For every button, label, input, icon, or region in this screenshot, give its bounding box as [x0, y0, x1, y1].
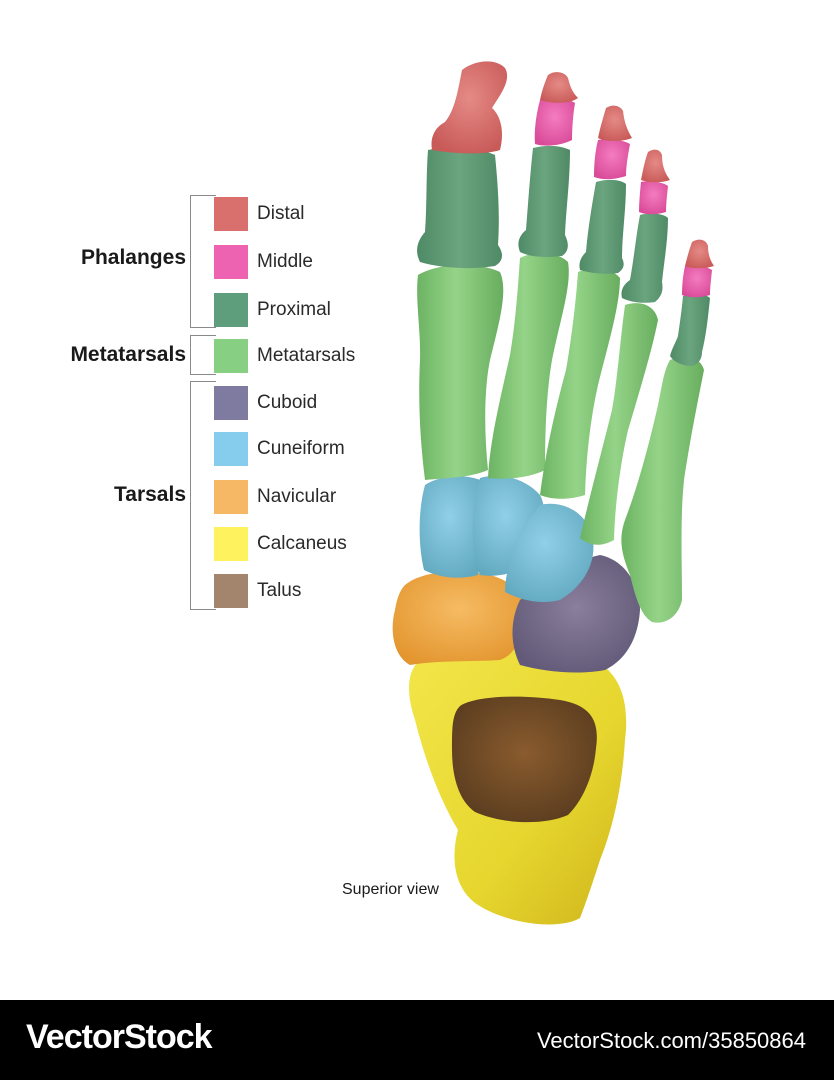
second-distal-phalanx-bone: [540, 72, 578, 103]
fifth-proximal-phalanx-bone: [670, 293, 710, 366]
fifth-middle-phalanx-bone: [682, 265, 712, 298]
legend-item-metatarsals: Metatarsals: [214, 339, 355, 373]
lateral-cuneiform-bone: [505, 503, 594, 603]
third-proximal-phalanx-bone: [579, 179, 626, 274]
bracket-phalanges: [190, 195, 216, 328]
second-metatarsal-bone: [488, 253, 569, 479]
legend-label-middle: Middle: [257, 251, 313, 272]
legend-item-middle: Middle: [214, 245, 313, 279]
third-middle-phalanx-bone: [594, 139, 630, 180]
legend-item-cuneiform: Cuneiform: [214, 432, 345, 466]
image-id-text: VectorStock.com/35850864: [536, 1028, 806, 1053]
swatch-talus: [214, 574, 248, 608]
talus-bone: [452, 696, 597, 823]
swatch-calcaneus: [214, 527, 248, 561]
legend-label-talus: Talus: [257, 580, 302, 601]
fourth-middle-phalanx-bone: [639, 181, 668, 215]
legend-label-proximal: Proximal: [257, 299, 331, 320]
second-proximal-phalanx-bone: [518, 145, 570, 257]
swatch-cuboid: [214, 386, 248, 420]
third-metatarsal-bone: [540, 268, 620, 499]
first-metatarsal-bone: [417, 264, 504, 480]
legend-item-distal: Distal: [214, 197, 305, 231]
hallux-proximal-phalanx-bone: [417, 147, 502, 269]
second-middle-phalanx-bone: [534, 97, 575, 146]
hallux-distal-phalanx-bone: [431, 61, 508, 154]
bracket-tarsals: [190, 381, 216, 610]
legend-label-cuboid: Cuboid: [257, 392, 318, 413]
group-label-phalanges: Phalanges: [80, 246, 186, 269]
legend-item-proximal: Proximal: [214, 293, 331, 327]
legend-label-metatarsals: Metatarsals: [257, 345, 356, 366]
swatch-proximal: [214, 293, 248, 327]
legend-item-navicular: Navicular: [214, 480, 336, 514]
swatch-navicular: [214, 480, 248, 514]
fourth-proximal-phalanx-bone: [621, 213, 668, 303]
brand-wordmark: VectorStock: [26, 1018, 213, 1056]
navicular-bone: [392, 571, 526, 665]
legend-label-navicular: Navicular: [257, 486, 337, 507]
bracket-metatarsals: [190, 335, 216, 375]
legend-item-calcaneus: Calcaneus: [214, 527, 347, 561]
group-label-metatarsals: Metatarsals: [70, 343, 186, 366]
legend-label-cuneiform: Cuneiform: [257, 438, 345, 459]
view-caption: Superior view: [342, 881, 439, 898]
legend-label-calcaneus: Calcaneus: [257, 533, 347, 554]
foot-skeleton-illustration: [392, 61, 714, 925]
swatch-metatarsals: [214, 339, 248, 373]
legend-item-cuboid: Cuboid: [214, 386, 317, 420]
swatch-middle: [214, 245, 248, 279]
medial-cuneiform-bone: [419, 476, 487, 578]
third-distal-phalanx-bone: [598, 105, 632, 141]
legend-item-talus: Talus: [214, 574, 301, 608]
legend-label-distal: Distal: [257, 203, 305, 224]
swatch-distal: [214, 197, 248, 231]
fourth-distal-phalanx-bone: [641, 149, 670, 183]
diagram-stage: Phalanges Metatarsals Tarsals Distal Mid…: [70, 61, 714, 925]
fifth-metatarsal-bone: [621, 356, 704, 623]
fifth-distal-phalanx-bone: [685, 239, 714, 269]
group-label-tarsals: Tarsals: [114, 483, 186, 506]
watermark-footer: VectorStock VectorStock.com/35850864: [0, 1000, 834, 1080]
fourth-metatarsal-bone: [580, 303, 658, 545]
swatch-cuneiform: [214, 432, 248, 466]
